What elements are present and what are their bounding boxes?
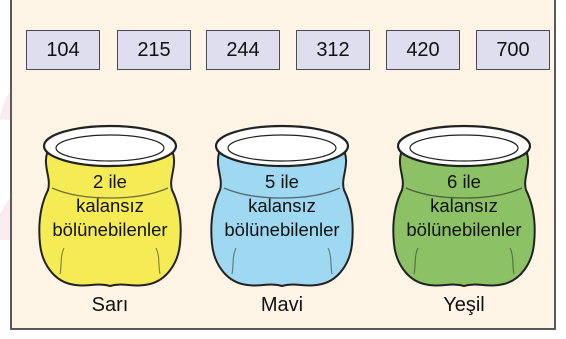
- bag-caption: Yeşil: [443, 294, 485, 316]
- number-value: 244: [226, 38, 260, 61]
- bag-label: 2 ile kalansız bölünebilenler: [52, 171, 168, 240]
- bag-label: 5 ile kalansız bölünebilenler: [224, 171, 340, 240]
- number-value: 700: [496, 38, 530, 61]
- number-card[interactable]: 312: [296, 30, 370, 70]
- number-card[interactable]: 104: [26, 30, 100, 70]
- number-value: 420: [406, 38, 440, 61]
- number-value: 104: [46, 38, 80, 61]
- bag-green[interactable]: 6 ile kalansız bölünebilenler: [384, 124, 544, 292]
- bag-label: 6 ile kalansız bölünebilenler: [406, 171, 522, 240]
- number-card[interactable]: 215: [117, 30, 191, 70]
- sack-icon: [210, 124, 354, 288]
- sack-icon: [38, 124, 182, 288]
- sack-icon: [392, 124, 536, 288]
- bag-caption: Mavi: [260, 294, 304, 316]
- number-value: 215: [137, 38, 171, 61]
- bag-yellow[interactable]: 2 ile kalansız bölünebilenler: [30, 124, 190, 292]
- bag-caption: Sarı: [91, 294, 129, 316]
- number-cards: 104 215 244 312 420 700: [26, 30, 550, 72]
- number-card[interactable]: 700: [476, 30, 550, 70]
- number-value: 312: [316, 38, 350, 61]
- bag-blue[interactable]: 5 ile kalansız bölünebilenler: [202, 124, 362, 292]
- number-card[interactable]: 420: [386, 30, 460, 70]
- number-card[interactable]: 244: [206, 30, 280, 70]
